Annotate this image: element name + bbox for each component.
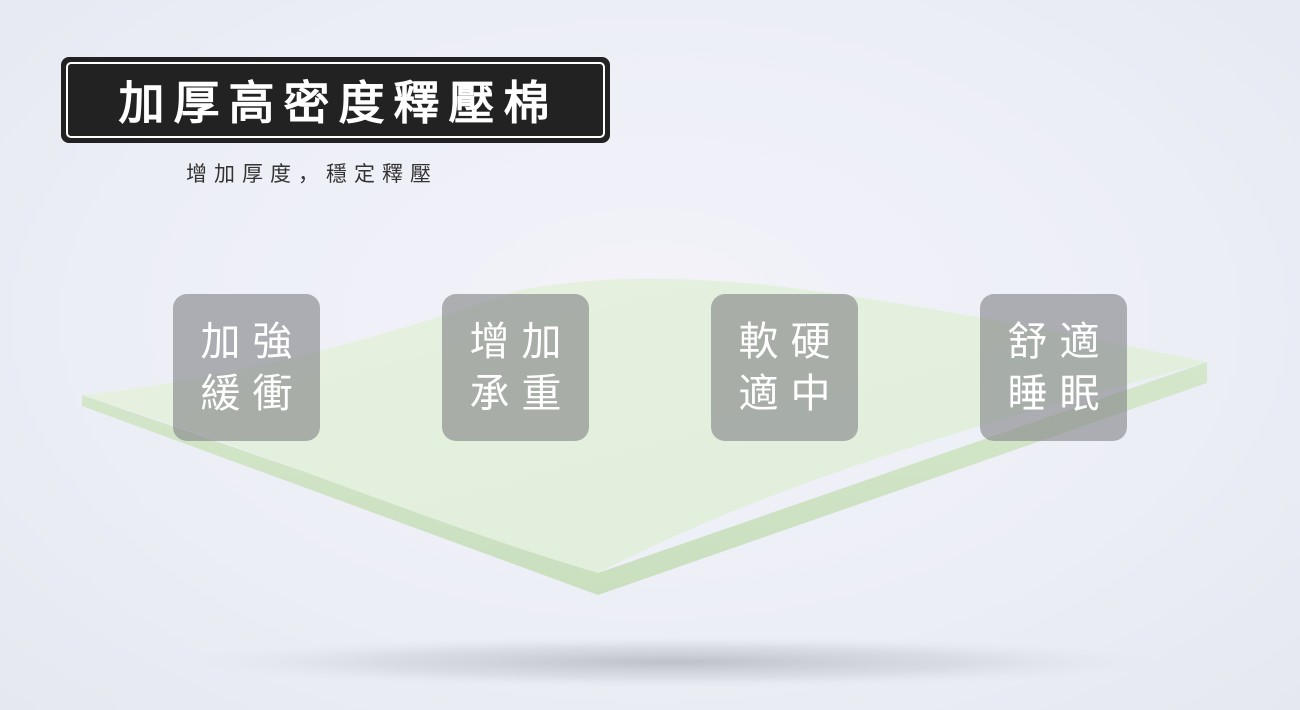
feature-line: 加強	[200, 318, 305, 365]
feature-line: 睡眠	[1007, 370, 1112, 417]
floor-shadow	[182, 636, 1162, 688]
feature-badge-firmness: 軟硬 適中	[711, 294, 858, 441]
feature-line: 適中	[738, 370, 843, 417]
feature-line: 軟硬	[738, 318, 843, 365]
feature-badge-load-bearing: 增加 承重	[442, 294, 589, 441]
feature-badge-cushioning: 加強 緩衝	[173, 294, 320, 441]
title-badge: 加厚高密度釋壓棉	[61, 57, 610, 143]
feature-line: 承重	[469, 370, 574, 417]
feature-line: 舒適	[1007, 318, 1112, 365]
page-subtitle: 增加厚度，穩定釋壓	[186, 162, 438, 186]
foam-edge	[82, 362, 1207, 595]
feature-line: 增加	[469, 318, 574, 365]
feature-line: 緩衝	[200, 370, 305, 417]
page-title: 加厚高密度釋壓棉	[118, 76, 559, 130]
foam-top	[82, 278, 1207, 573]
feature-badge-comfort-sleep: 舒適 睡眠	[980, 294, 1127, 441]
title-frame: 加厚高密度釋壓棉	[66, 62, 605, 138]
